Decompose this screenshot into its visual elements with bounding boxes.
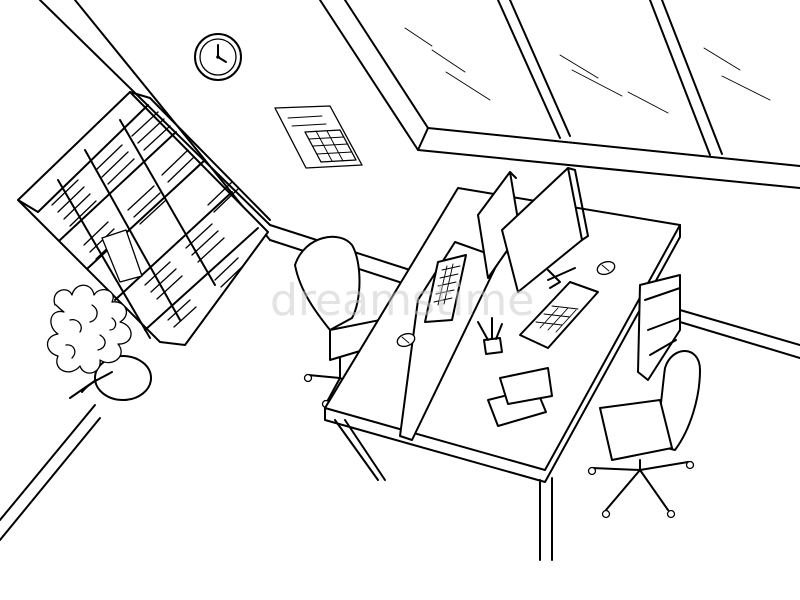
windows [319, 0, 800, 189]
watermark-text: dreamstime [270, 275, 534, 326]
office-chair-right [587, 350, 701, 519]
drawer-cabinet [637, 274, 681, 381]
mouse-right [596, 260, 616, 276]
wall-clock [194, 33, 242, 81]
monitor-right [501, 167, 589, 293]
keyboard-left [424, 254, 467, 323]
watermark: dreamstime [270, 275, 534, 326]
mouse-left [396, 332, 416, 348]
wall-calendar [274, 105, 363, 169]
bookshelf-with-binders [17, 91, 271, 346]
pen-cup [477, 317, 503, 355]
keyboard-right [519, 281, 599, 349]
potted-plant [46, 284, 152, 401]
papers [487, 367, 553, 427]
